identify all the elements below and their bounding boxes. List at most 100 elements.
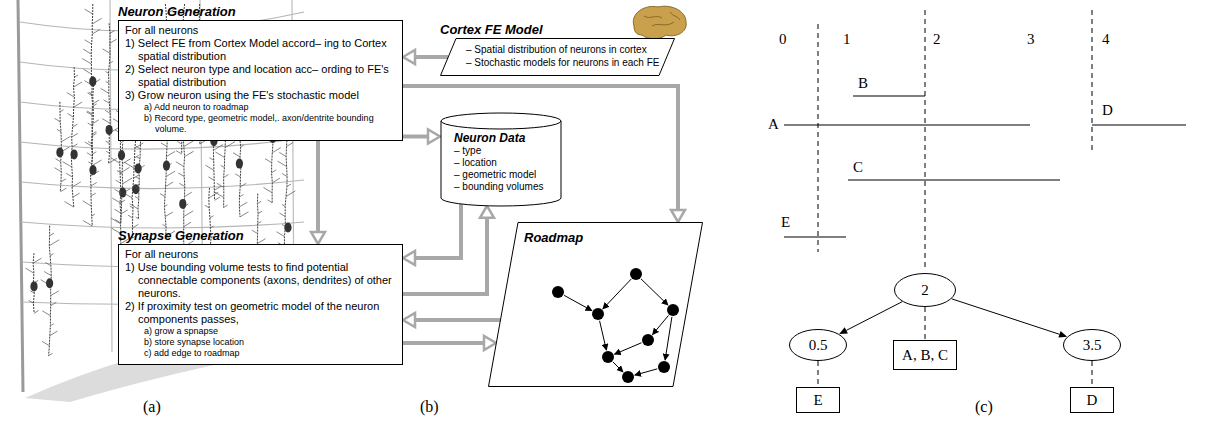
grid-line — [21, 222, 304, 228]
connector-line — [403, 218, 487, 294]
node-heading: 2 — [921, 281, 929, 299]
ellipse-shape — [790, 330, 847, 361]
graph-vertex — [592, 308, 604, 320]
segment-label: E — [781, 213, 790, 231]
connector-line — [415, 55, 448, 59]
tree-link — [952, 299, 1068, 338]
flow-arrow — [403, 204, 461, 265]
soma — [135, 164, 142, 174]
interval-segments — [784, 96, 1186, 237]
segment-label: D — [1102, 101, 1113, 119]
tree-node-ellipse: 0.5 — [789, 329, 847, 361]
tree-link — [925, 307, 926, 340]
graph-vertex — [622, 371, 634, 383]
dendrite-branch — [101, 31, 118, 164]
cylinder-top — [441, 113, 561, 129]
dendrite-branch — [25, 258, 41, 313]
tree-link — [1092, 361, 1093, 387]
node-heading: 3.5 — [1083, 336, 1102, 354]
graph-vertex — [630, 268, 642, 280]
dendrite-branch — [63, 75, 82, 207]
axis-number: 4 — [1102, 30, 1110, 48]
roadmap-parallelogram: Roadmap — [488, 222, 703, 387]
node-heading: E — [813, 391, 822, 409]
node-text: a) Add neuron to roadmap — [125, 102, 396, 113]
tree-leaf-box: E — [796, 387, 840, 413]
hollow-arrowhead — [403, 251, 415, 265]
panel-label: (a) — [143, 398, 161, 416]
dendrite-branch — [41, 233, 59, 356]
node-heading: Neuron Data — [454, 131, 552, 145]
dashed-guide — [818, 24, 819, 252]
graph-edge — [603, 279, 631, 309]
node-heading: 0.5 — [809, 336, 828, 354]
graph-vertex — [642, 334, 654, 346]
parallelogram-shape — [441, 39, 675, 76]
connector-line — [1092, 361, 1093, 387]
connector-line — [952, 299, 1060, 335]
process-frame: For all neurons1) Select FE from Cortex … — [118, 20, 403, 141]
ellipse-shape — [1064, 330, 1121, 361]
soma — [179, 199, 186, 209]
interval-guides — [818, 10, 1092, 268]
brain-shape — [633, 6, 686, 39]
interval-segment — [848, 179, 1060, 180]
soma — [163, 161, 170, 171]
segment-label: A — [768, 115, 779, 133]
connector-line — [316, 141, 320, 232]
brain-fold — [644, 12, 680, 26]
parallelogram-outline — [488, 222, 703, 387]
node-text: 3) Grow neuron using the FE's stochastic… — [125, 89, 396, 102]
interval-segment — [784, 236, 846, 237]
node-text: 2) Select neuron type and location acc– … — [125, 63, 396, 89]
soma — [284, 223, 291, 233]
flow-arrow — [311, 141, 325, 244]
node-text: c) add edge to roadmap — [125, 348, 396, 359]
node-text: – Stochastic models for neurons in each … — [466, 56, 659, 69]
graph-edge — [641, 279, 668, 305]
hollow-arrowhead — [311, 232, 325, 244]
node-text: For all neurons — [125, 248, 396, 261]
dendrite-branch — [82, 9, 101, 164]
graph-edge — [600, 321, 607, 350]
process-box: Neuron GenerationFor all neurons1) Selec… — [118, 4, 403, 141]
flow-arrow — [403, 336, 496, 350]
tree-node-ellipse: 2 — [894, 273, 956, 307]
node-text: – Spatial distribution of neurons in cor… — [466, 43, 659, 56]
soma — [89, 165, 96, 175]
node-text: For all neurons — [125, 24, 396, 37]
tree-link — [839, 302, 902, 335]
tree-link — [818, 361, 819, 387]
panel-label: (c) — [975, 398, 993, 416]
database-cylinder: Neuron Data– type– location– geometric m… — [440, 112, 562, 207]
node-text: 2) If proximity test on geometric model … — [125, 300, 396, 326]
soma — [106, 125, 113, 135]
graph-edge — [652, 315, 668, 334]
connector-line — [403, 341, 484, 345]
hollow-arrowhead — [480, 206, 494, 218]
connector-line — [403, 86, 678, 210]
soma — [89, 76, 96, 86]
node-text: – geometric model — [454, 169, 552, 181]
soma — [56, 147, 63, 157]
interval-segment — [784, 124, 1030, 125]
hollow-arrowhead — [403, 313, 415, 327]
arrowhead — [1058, 331, 1067, 338]
parallelogram-shape — [489, 223, 703, 387]
grid-pole — [110, 0, 112, 352]
parallelogram-frame: – Spatial distribution of neurons in cor… — [440, 38, 675, 76]
axis-number: 0 — [779, 30, 787, 48]
node-text: – location — [454, 157, 552, 169]
hollow-arrowhead — [484, 336, 496, 350]
flow-arrow — [403, 206, 494, 294]
graph-vertex — [552, 286, 564, 298]
dendrite-branch — [83, 81, 102, 226]
interval-segment — [853, 95, 925, 96]
dashed-guide — [925, 10, 926, 268]
node-text: – type — [454, 145, 552, 157]
arrowhead — [839, 327, 848, 334]
tree-node-ellipse: 3.5 — [1063, 329, 1121, 361]
grid-pole — [18, 0, 23, 392]
graph-vertex — [602, 351, 614, 363]
